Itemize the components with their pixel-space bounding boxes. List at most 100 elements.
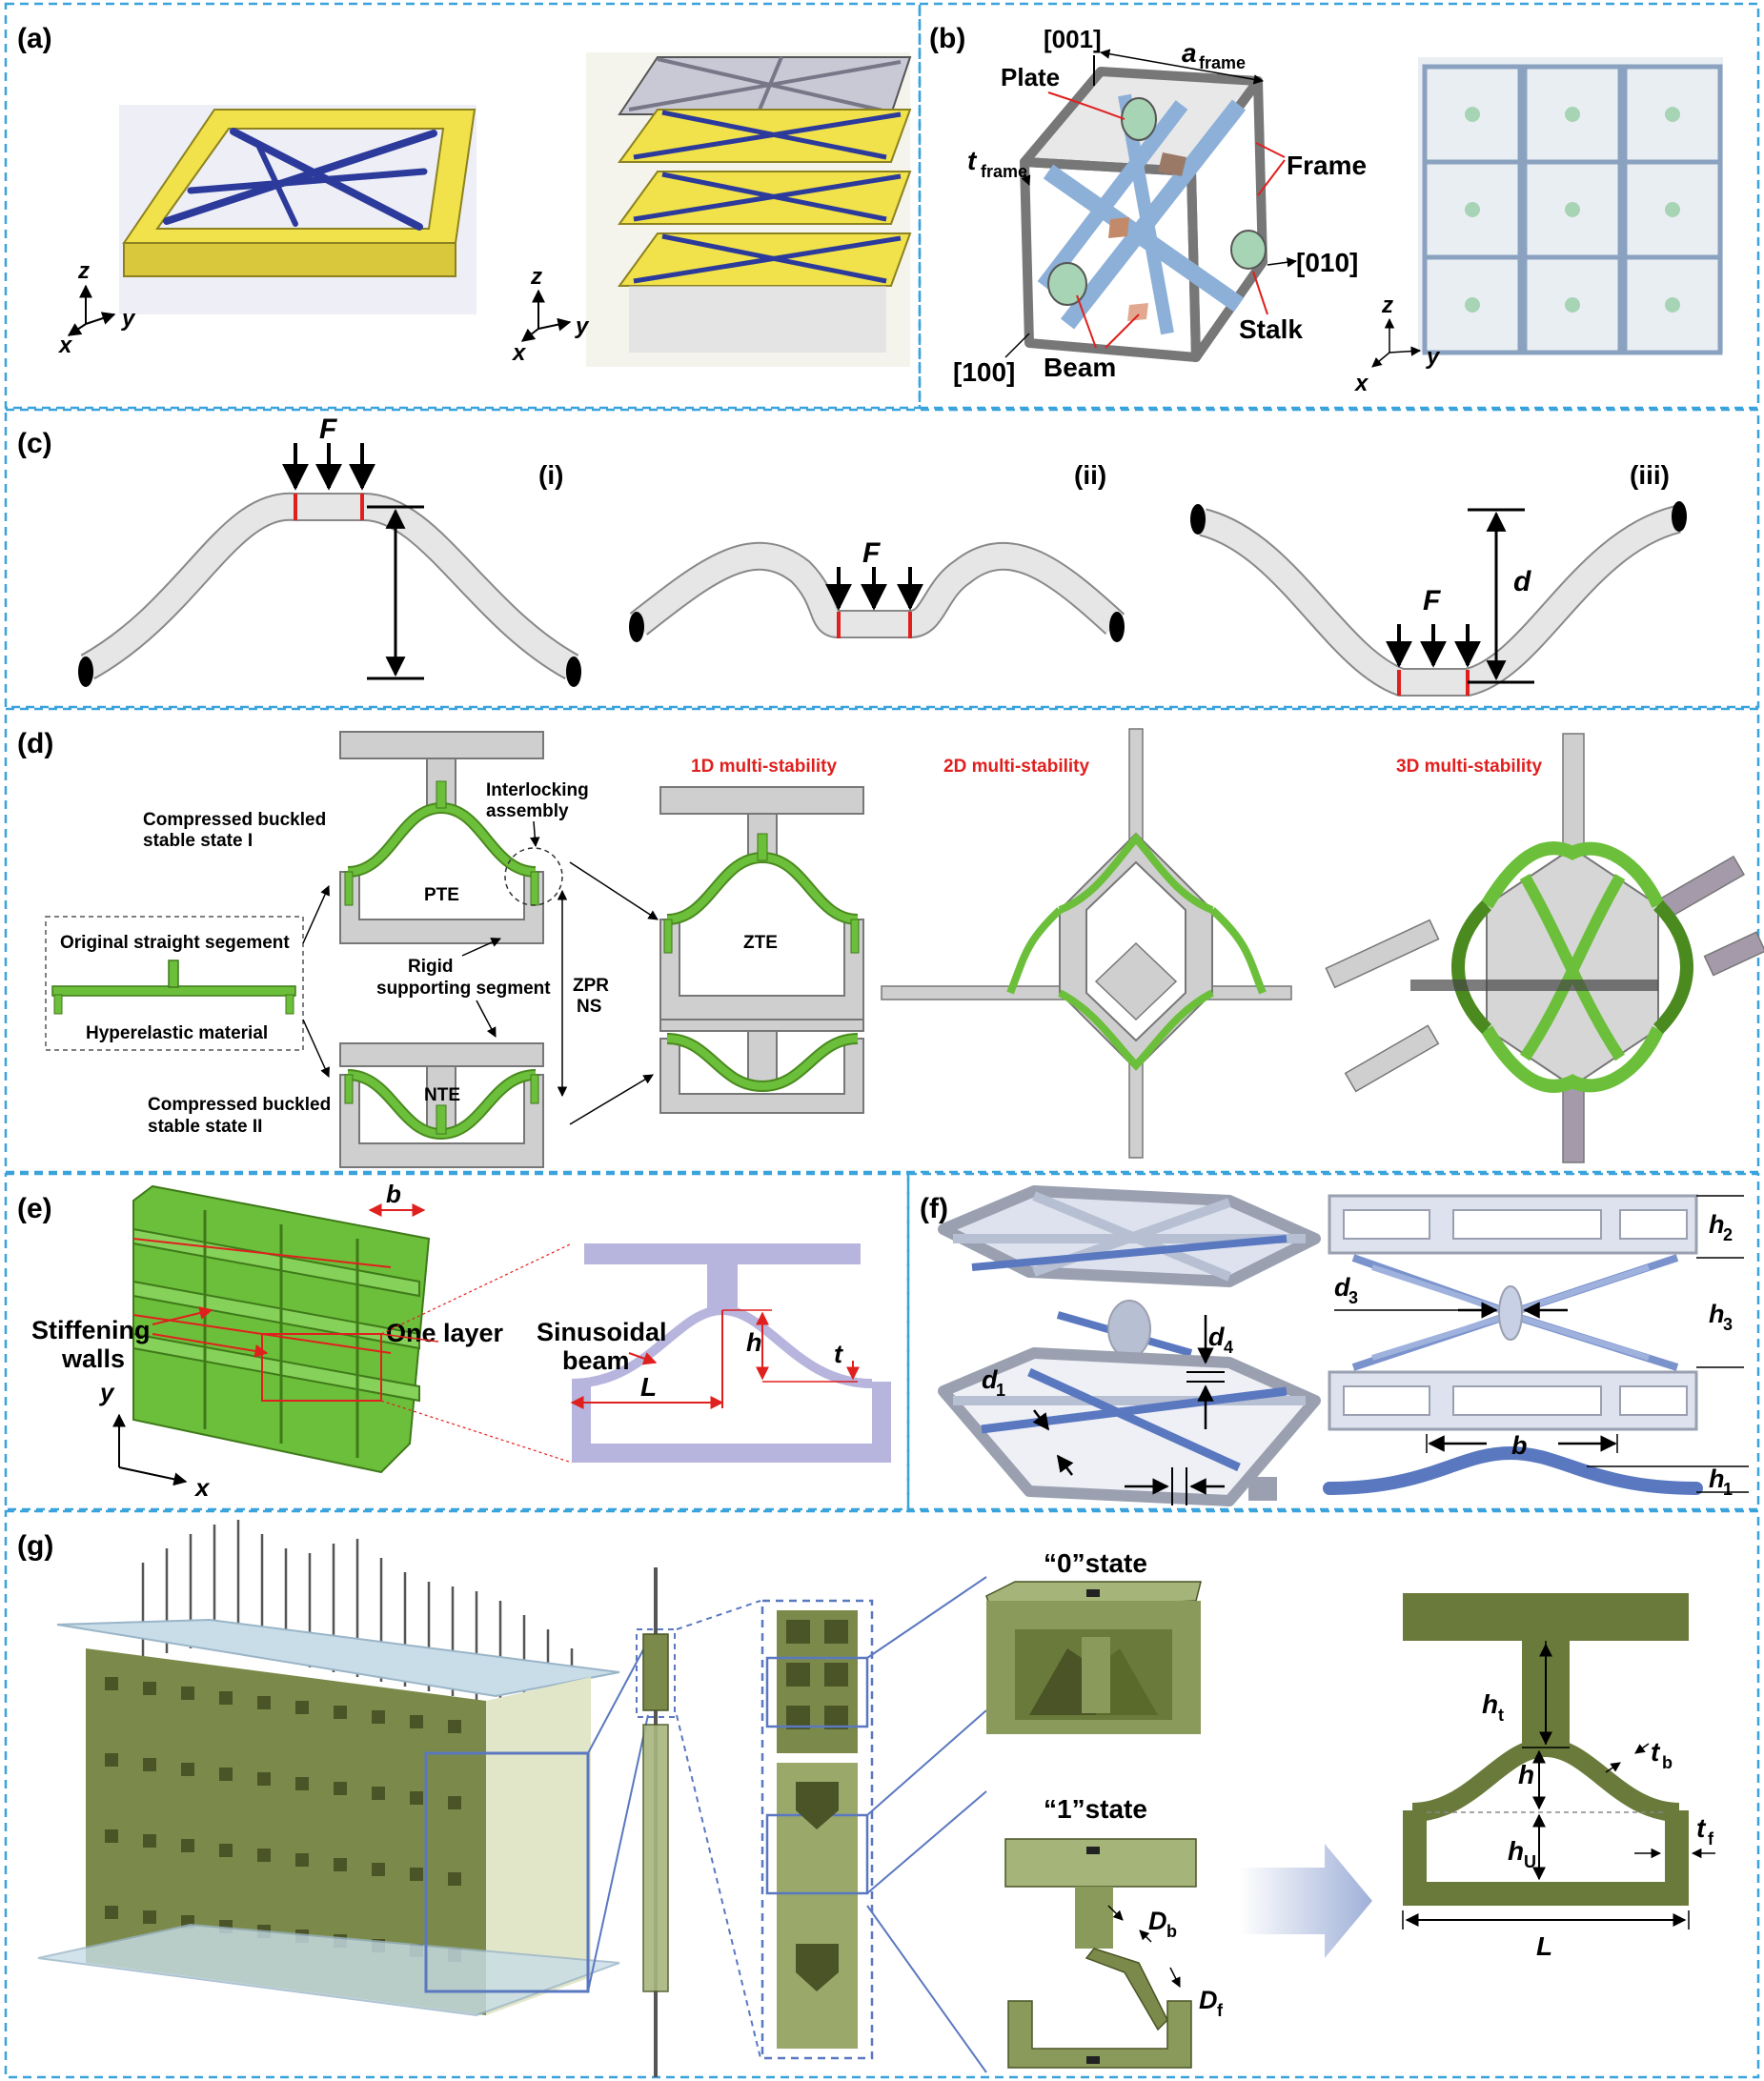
force-label-ii: F — [862, 537, 881, 569]
sub-iii: (iii) — [1630, 460, 1670, 490]
panel-g-column-zoom — [760, 1599, 874, 2060]
beam-i — [81, 494, 578, 678]
g-tf-sub: f — [1708, 1829, 1714, 1849]
f-h2-sub: 2 — [1723, 1225, 1733, 1244]
multistability-1d — [659, 786, 864, 1114]
g-tb: t — [1651, 1737, 1661, 1767]
b-axis-z: z — [1381, 293, 1393, 318]
e-L-label: L — [640, 1372, 657, 1402]
stable-state-II — [339, 1042, 544, 1168]
f-h1-sub: 1 — [1723, 1480, 1733, 1499]
g-hU-sub: U — [1524, 1852, 1536, 1871]
g-ht: h — [1482, 1689, 1498, 1719]
panel-g: (g) — [17, 1520, 1715, 2077]
a-frame-main: a — [1182, 38, 1197, 68]
axis-y: y — [121, 306, 136, 332]
original-segment-box — [45, 916, 304, 1051]
panel-g-schematic — [1403, 1593, 1689, 1906]
sub-i: (i) — [538, 460, 563, 490]
panel-f-side-view — [1323, 1194, 1703, 1495]
force-arrows-i — [282, 443, 375, 491]
g-Db-sub: b — [1166, 1922, 1177, 1941]
force-label-i: F — [319, 414, 337, 445]
sin-line1: Sinusoidal — [537, 1318, 667, 1346]
multistability-3d — [1325, 733, 1764, 1163]
panel-d: (d) Original straight segement Hyperelas… — [17, 728, 1764, 1168]
g-tf: t — [1696, 1813, 1707, 1843]
sin-line2: beam — [562, 1346, 630, 1375]
f-d1-sub: 1 — [996, 1381, 1005, 1400]
dir-100: [100] — [953, 357, 1015, 387]
g-L: L — [1536, 1931, 1552, 1961]
force-arrows-iii — [1386, 624, 1481, 668]
state1-label: “1”state — [1044, 1794, 1147, 1824]
state1-line1: Compressed buckled — [143, 810, 326, 830]
pte-label: PTE — [424, 885, 459, 905]
e-axes — [112, 1413, 188, 1486]
panel-f: (f) d 1 d 4 — [920, 1185, 1749, 1506]
g-Df: D — [1199, 1986, 1218, 2014]
state2-line2: stable state II — [148, 1117, 262, 1137]
frame-label: Frame — [1287, 151, 1367, 180]
force-label-iii: F — [1423, 585, 1441, 616]
title-2d: 2D multi-stability — [943, 757, 1090, 777]
one-layer: One layer — [386, 1319, 504, 1347]
hyper-label: Hyperelastic material — [86, 1023, 268, 1043]
axis-x-2: x — [511, 340, 527, 366]
state2-line1: Compressed buckled — [148, 1095, 331, 1115]
b-axis-x: x — [1353, 371, 1369, 396]
axis-x: x — [57, 333, 73, 358]
e-t-label: t — [834, 1340, 843, 1368]
state1-line2: stable state I — [143, 831, 253, 851]
axis-y-2: y — [575, 313, 590, 339]
title-1d: 1D multi-stability — [691, 757, 838, 777]
f-h3-sub: 3 — [1723, 1315, 1733, 1334]
f-d1: d — [982, 1365, 998, 1394]
panel-f-hex-stack — [938, 1185, 1321, 1506]
panel-e: (e) b Stiffening walls One layer — [17, 1180, 891, 1502]
panel-b-axes — [1371, 317, 1422, 368]
f-h1: h — [1709, 1465, 1725, 1493]
panel-c-label: (c) — [17, 428, 52, 459]
beam-ii — [630, 543, 1124, 636]
g-ht-sub: t — [1498, 1706, 1504, 1725]
e-h-label: h — [746, 1328, 762, 1357]
zpr-line2: NS — [577, 997, 601, 1017]
plate-label: Plate — [1001, 63, 1060, 91]
panel-b-label: (b) — [929, 23, 965, 54]
beam-i-outline — [80, 492, 579, 680]
stable-state-I — [339, 731, 563, 944]
panel-a-axes-2 — [520, 289, 572, 342]
stiff-line2: walls — [61, 1344, 125, 1373]
panel-d-label: (d) — [17, 728, 53, 759]
interlock-line1: Interlocking — [486, 780, 589, 800]
panel-b-lattice-array — [1418, 57, 1723, 355]
t-frame-main: t — [967, 146, 978, 175]
f-h3: h — [1709, 1300, 1725, 1328]
g-hU: h — [1508, 1836, 1524, 1866]
f-d3-sub: 3 — [1348, 1288, 1358, 1307]
g-Df-sub: f — [1217, 2001, 1224, 2020]
panel-a-label: (a) — [17, 23, 52, 54]
e-b-label: b — [386, 1180, 401, 1208]
transition-arrow — [1239, 1844, 1372, 1958]
a-frame-sub: frame — [1199, 53, 1246, 72]
panel-a: (a) z y x — [17, 23, 912, 367]
beam-label: Beam — [1044, 353, 1116, 382]
rigid-line1: Rigid — [408, 957, 454, 977]
panel-f-label: (f) — [920, 1193, 948, 1224]
panel-e-label: (e) — [17, 1193, 52, 1224]
original-label: Original straight segement — [60, 933, 290, 953]
panel-a-axes-1 — [67, 284, 116, 336]
f-d3: d — [1334, 1273, 1350, 1302]
beam-iii — [1199, 507, 1681, 695]
zpr-line1: ZPR — [573, 976, 609, 996]
panel-g-column — [636, 1567, 676, 2077]
state0-label: “0”state — [1044, 1548, 1147, 1578]
stiff-line1: Stiffening — [31, 1316, 150, 1344]
panel-b: (b) [001] a frame Plate t frame Frame — [929, 23, 1723, 396]
g-h: h — [1518, 1760, 1534, 1789]
zte-label: ZTE — [743, 933, 778, 953]
e-axis-x: x — [193, 1473, 211, 1502]
